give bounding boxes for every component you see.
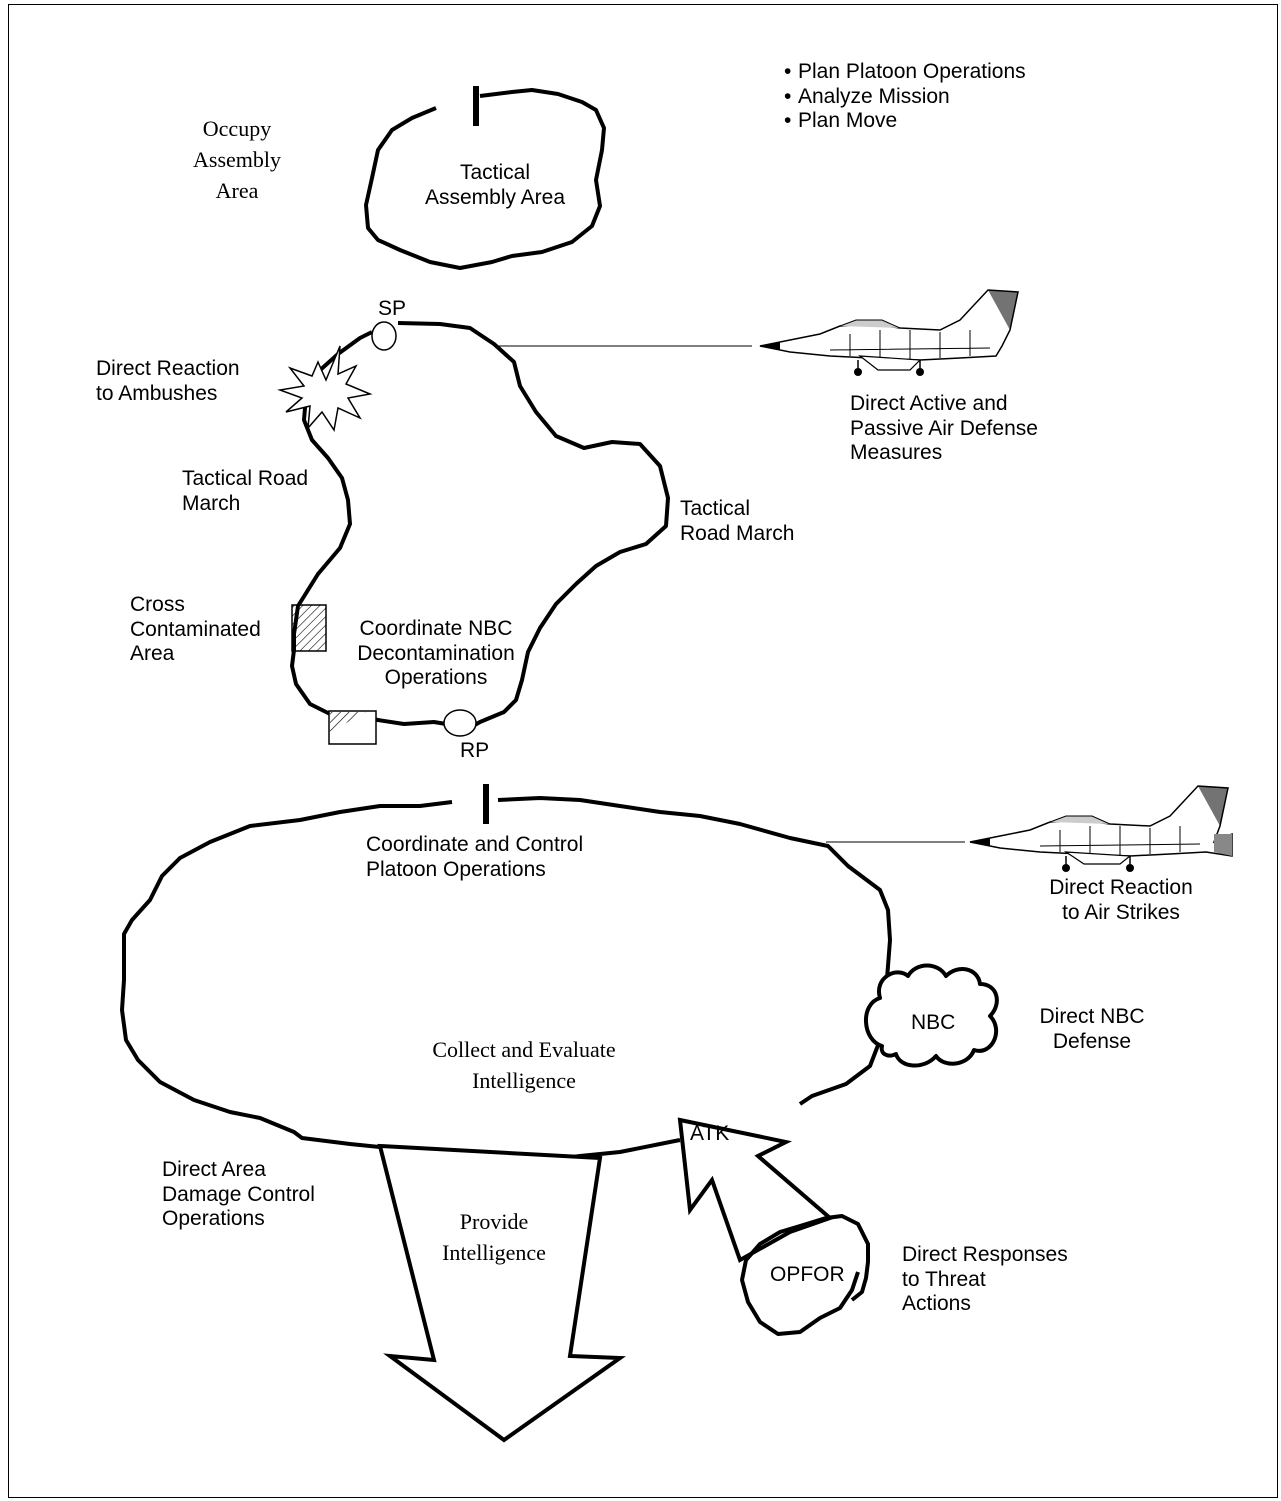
- sp-label: SP: [378, 297, 407, 320]
- coordinate-nbc-decon-label: Coordinate NBC Decontamination Operation…: [357, 617, 515, 689]
- atk-label: ATK: [690, 1122, 730, 1145]
- provide-intelligence-label: Provide Intelligence: [442, 1209, 546, 1265]
- decontamination-site-hatch: [330, 712, 366, 732]
- occupy-assembly-area-label: Occupy Assembly Area: [193, 116, 281, 203]
- provide-intelligence-arrow: [377, 1143, 626, 1443]
- operations-area-outline-top: [497, 796, 892, 1106]
- fighter-jet-icon: [969, 785, 1233, 872]
- direct-reaction-ambushes-label: Direct Reaction to Ambushes: [96, 357, 240, 405]
- direct-responses-threat-label: Direct Responses to Threat Actions: [902, 1243, 1068, 1315]
- tactical-road-march-right-label: Tactical Road March: [680, 497, 795, 545]
- diagram-frame: [8, 4, 1278, 1498]
- collect-evaluate-intel-label: Collect and Evaluate Intelligence: [432, 1037, 616, 1093]
- direct-area-damage-control-label: Direct Area Damage Control Operations: [162, 1158, 315, 1230]
- rp-label: RP: [460, 739, 490, 762]
- rp-checkpoint-marker: [443, 709, 477, 737]
- cross-contaminated-area-label: Cross Contaminated Area: [130, 593, 261, 665]
- contaminated-area-marker: [291, 604, 327, 652]
- direct-reaction-air-strikes-label: Direct Reaction to Air Strikes: [1049, 876, 1193, 924]
- direct-air-defense-label: Direct Active and Passive Air Defense Me…: [850, 392, 1038, 464]
- bullet-item: Plan Platoon Operations: [784, 60, 1026, 85]
- ambush-burst-icon: [277, 345, 373, 432]
- tactical-road-march-left-label: Tactical Road March: [182, 467, 309, 515]
- atk-arrow: [677, 1117, 834, 1263]
- sp-checkpoint-marker: [371, 321, 397, 351]
- bullet-item: Analyze Mission: [784, 85, 1026, 110]
- fighter-jet-icon: [759, 289, 1019, 376]
- opfor-label: OPFOR: [770, 1263, 845, 1286]
- coordinate-control-platoon-label: Coordinate and Control Platoon Operation…: [366, 833, 584, 881]
- nbc-label: NBC: [911, 1011, 956, 1034]
- nbc-cloud-outline: [864, 963, 999, 1068]
- direct-nbc-defense-label: Direct NBC Defense: [1039, 1005, 1145, 1053]
- tactical-assembly-area-label: Tactical Assembly Area: [424, 161, 566, 209]
- opfor-area-outline: [740, 1214, 870, 1336]
- bullet-item: Plan Move: [784, 109, 1026, 134]
- tactical-assembly-area-outline: [364, 88, 606, 270]
- planning-bullet-list: Plan Platoon Operations Analyze Mission …: [784, 60, 1026, 134]
